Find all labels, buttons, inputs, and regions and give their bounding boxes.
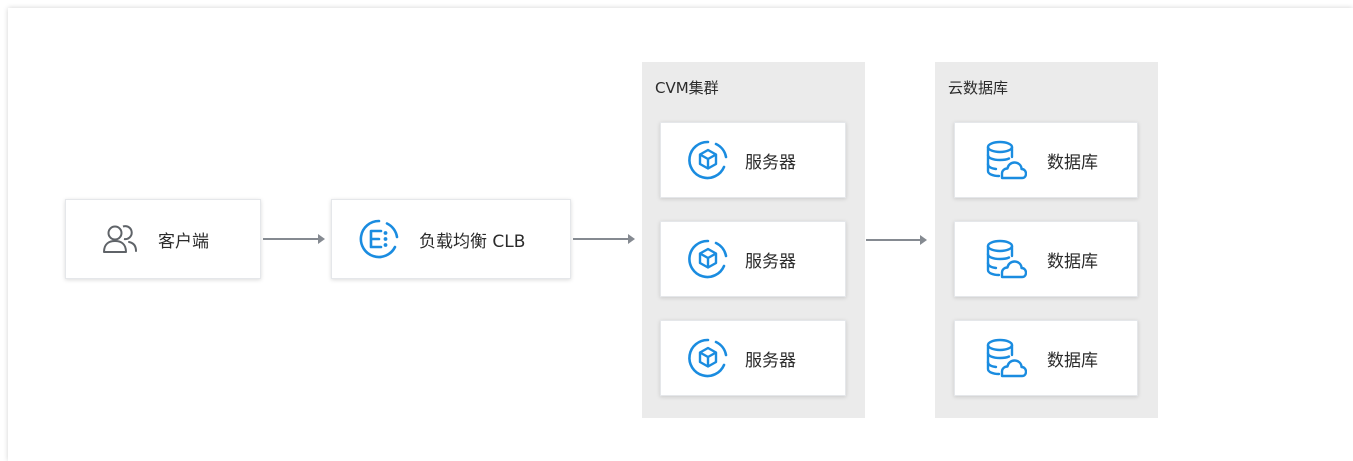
server-icon (687, 337, 729, 379)
clb-icon (357, 217, 401, 261)
database-label: 数据库 (1047, 251, 1098, 272)
server-node-3: 服务器 (660, 320, 846, 396)
database-node-1: 数据库 (954, 122, 1138, 198)
clb-label: 负载均衡 CLB (419, 231, 526, 252)
client-label: 客户端 (158, 231, 209, 252)
clb-node: 负载均衡 CLB (331, 199, 571, 279)
server-icon (687, 139, 729, 181)
server-label: 服务器 (745, 251, 796, 272)
database-cloud-icon (983, 138, 1027, 182)
cloud-db-title: 云数据库 (948, 79, 1009, 97)
cvm-cluster-title: CVM集群 (655, 79, 719, 97)
server-label: 服务器 (745, 152, 796, 173)
arrow-clb-to-cvm (573, 234, 635, 244)
arrow-cvm-to-db (866, 235, 927, 245)
database-label: 数据库 (1047, 152, 1098, 173)
database-node-2: 数据库 (954, 221, 1138, 297)
users-icon (100, 219, 140, 259)
server-node-2: 服务器 (660, 221, 846, 297)
database-node-3: 数据库 (954, 320, 1138, 396)
server-node-1: 服务器 (660, 122, 846, 198)
server-icon (687, 238, 729, 280)
database-cloud-icon (983, 336, 1027, 380)
database-cloud-icon (983, 237, 1027, 281)
client-node: 客户端 (65, 199, 261, 279)
server-label: 服务器 (745, 350, 796, 371)
arrow-client-to-clb (263, 234, 325, 244)
database-label: 数据库 (1047, 350, 1098, 371)
